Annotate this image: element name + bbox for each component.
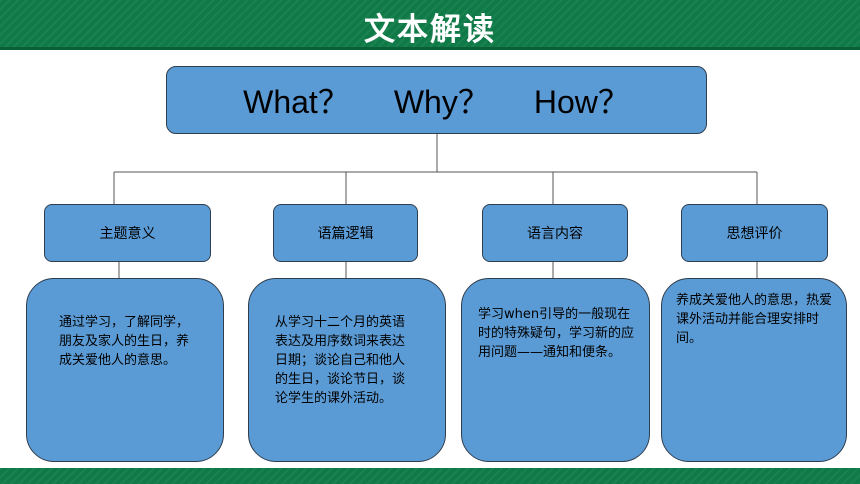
root-node: What？ Why？ How？ — [166, 66, 707, 134]
detail-text-discourse-logic: 从学习十二个月的英语表达及用序数词来表达日期；谈论自己和他人的生日，谈论节日，谈… — [275, 315, 406, 406]
detail-box-language-content: 学习when引导的一般现在时的特殊疑句，学习新的应用问题——通知和便条。 — [461, 278, 650, 462]
detail-box-evaluation: 养成关爱他人的意思，热爱课外活动并能合理安排时间。 — [661, 278, 847, 462]
footer-bar — [0, 468, 860, 484]
what-question: What？ — [243, 84, 350, 120]
slide-title: 文本解读 — [364, 12, 496, 48]
why-question: Why？ — [393, 84, 490, 120]
how-question: How？ — [533, 84, 630, 120]
detail-text-evaluation: 养成关爱他人的意思，热爱课外活动并能合理安排时间。 — [676, 293, 833, 346]
detail-text-theme: 通过学习，了解同学，朋友及家人的生日，养成关爱他人的意思。 — [59, 315, 190, 368]
header-bar: 文本解读 — [0, 0, 860, 50]
category-language-content: 语言内容 — [482, 204, 628, 262]
category-discourse-logic: 语篇逻辑 — [273, 204, 418, 262]
detail-box-discourse-logic: 从学习十二个月的英语表达及用序数词来表达日期；谈论自己和他人的生日，谈论节日，谈… — [248, 278, 446, 462]
detail-box-theme: 通过学习，了解同学，朋友及家人的生日，养成关爱他人的意思。 — [26, 278, 224, 462]
detail-text-language-content: 学习when引导的一般现在时的特殊疑句，学习新的应用问题——通知和便条。 — [478, 307, 635, 360]
category-theme: 主题意义 — [44, 204, 211, 262]
category-evaluation: 思想评价 — [681, 204, 828, 262]
